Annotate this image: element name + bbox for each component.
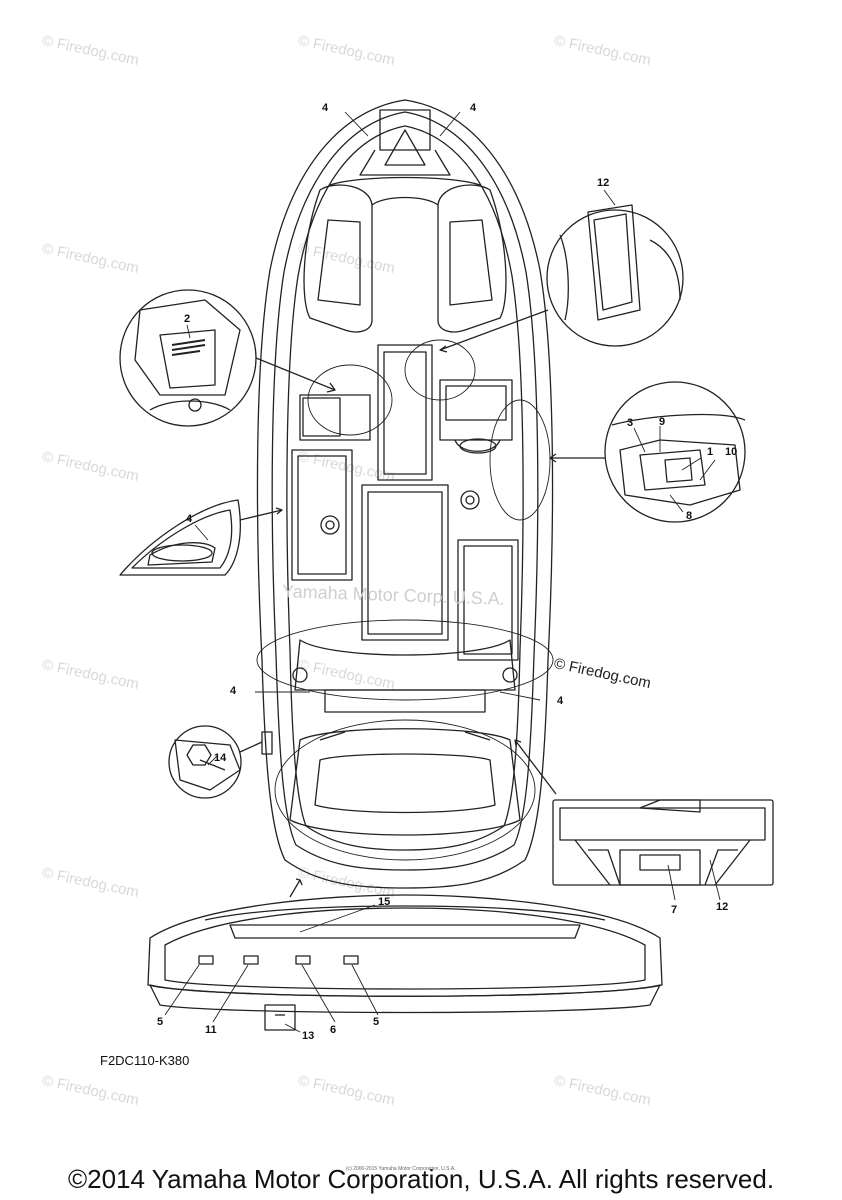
center-walkway (377, 344, 433, 481)
callout-3: 3 (627, 417, 634, 429)
copyright-footer: ©2014 Yamaha Motor Corporation, U.S.A. A… (67, 1164, 775, 1194)
hull-deck-line (286, 125, 524, 851)
inset-circle-14 (168, 725, 242, 799)
cup-holder-right (460, 490, 480, 510)
callout-14: 14 (214, 752, 227, 764)
bow-nose (379, 109, 431, 151)
inset-transom (147, 894, 663, 997)
cup-holder-left (320, 515, 340, 535)
callout-12-bottom: 12 (716, 901, 729, 913)
highlight-region-stern (256, 619, 554, 701)
inset-circle-12 (546, 209, 684, 347)
callout-5-right: 5 (373, 1016, 380, 1028)
bow-seat-right (437, 184, 507, 333)
inset-box-stern-interior (552, 799, 774, 886)
right-bench (457, 539, 519, 661)
callout-2: 2 (184, 313, 191, 325)
callout-4-side-panel: 4 (186, 513, 193, 525)
engine-hatch (289, 728, 521, 836)
highlight-region-helm-right (404, 339, 476, 401)
left-bench (291, 449, 353, 581)
callout-4-bow-left: 4 (322, 102, 329, 114)
highlight-region-engine (274, 719, 536, 861)
callout-5-left: 5 (157, 1016, 164, 1028)
bow-seat-left (303, 184, 373, 333)
hull-outline (256, 99, 554, 889)
inset-panel-4 (119, 499, 241, 576)
callout-8: 8 (686, 510, 693, 522)
steering-wheel (454, 439, 501, 452)
hull-inner-outline (271, 111, 539, 871)
inset-circle-electrical (604, 381, 746, 523)
fine-print: (c) 2000-2015 Yamaha Motor Corporation, … (346, 1166, 456, 1172)
callout-1: 1 (707, 446, 714, 458)
callout-4-bow-right: 4 (470, 102, 477, 114)
callout-12-top: 12 (597, 177, 610, 189)
stern-seat-back (324, 689, 486, 713)
stern-bench (294, 639, 516, 691)
callout-6: 6 (330, 1024, 337, 1036)
small-bracket (261, 731, 273, 755)
cockpit-floor (361, 484, 449, 641)
callout-15: 15 (378, 896, 391, 908)
callout-4-stern-left: 4 (230, 685, 237, 697)
callout-10: 10 (725, 446, 738, 458)
callout-13: 13 (302, 1030, 315, 1042)
callout-4-stern-right: 4 (557, 695, 564, 707)
left-console (299, 394, 371, 441)
callout-9: 9 (659, 416, 666, 428)
part-code: F2DC110-K380 (100, 1053, 190, 1068)
highlight-region-helm-left (307, 364, 393, 436)
callout-11: 11 (205, 1024, 217, 1036)
callout-7: 7 (671, 904, 678, 916)
right-console (439, 379, 513, 441)
highlight-region-side (489, 399, 551, 521)
